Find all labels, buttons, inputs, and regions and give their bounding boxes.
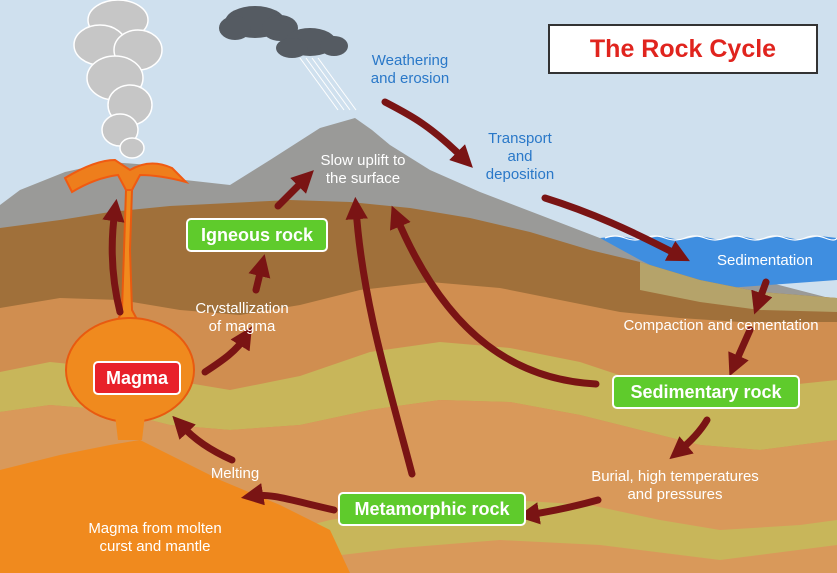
diagram-title: The Rock Cycle: [548, 24, 818, 74]
sedimentary-rock-box: Sedimentary rock: [612, 375, 800, 409]
label-magma-source: Magma from molten curst and mantle: [65, 520, 245, 556]
label-burial-line2: and pressures: [570, 486, 780, 504]
magma-box: Magma: [93, 361, 181, 395]
label-uplift-line2: the surface: [298, 170, 428, 188]
label-compaction: Compaction and cementation: [606, 317, 836, 335]
label-weathering-line1: Weathering: [355, 52, 465, 70]
label-uplift-line1: Slow uplift to: [298, 152, 428, 170]
label-uplift: Slow uplift to the surface: [298, 152, 428, 188]
label-burial-line1: Burial, high temperatures: [570, 468, 780, 486]
label-crystallization-line2: of magma: [182, 318, 302, 336]
label-weathering: Weathering and erosion: [355, 52, 465, 88]
metamorphic-rock-box: Metamorphic rock: [338, 492, 526, 526]
label-melting: Melting: [200, 465, 270, 483]
label-burial: Burial, high temperatures and pressures: [570, 468, 780, 504]
label-transport-line3: deposition: [470, 166, 570, 184]
label-weathering-line2: and erosion: [355, 70, 465, 88]
igneous-rock-box: Igneous rock: [186, 218, 328, 252]
label-crystallization: Crystallization of magma: [182, 300, 302, 336]
magma-neck: [115, 415, 145, 440]
label-transport-line1: Transport: [470, 130, 570, 148]
label-crystallization-line1: Crystallization: [182, 300, 302, 318]
label-transport: Transport and deposition: [470, 130, 570, 184]
label-transport-line2: and: [470, 148, 570, 166]
label-magma-source-line2: curst and mantle: [65, 538, 245, 556]
label-magma-source-line1: Magma from molten: [65, 520, 245, 538]
label-sedimentation: Sedimentation: [700, 252, 830, 270]
